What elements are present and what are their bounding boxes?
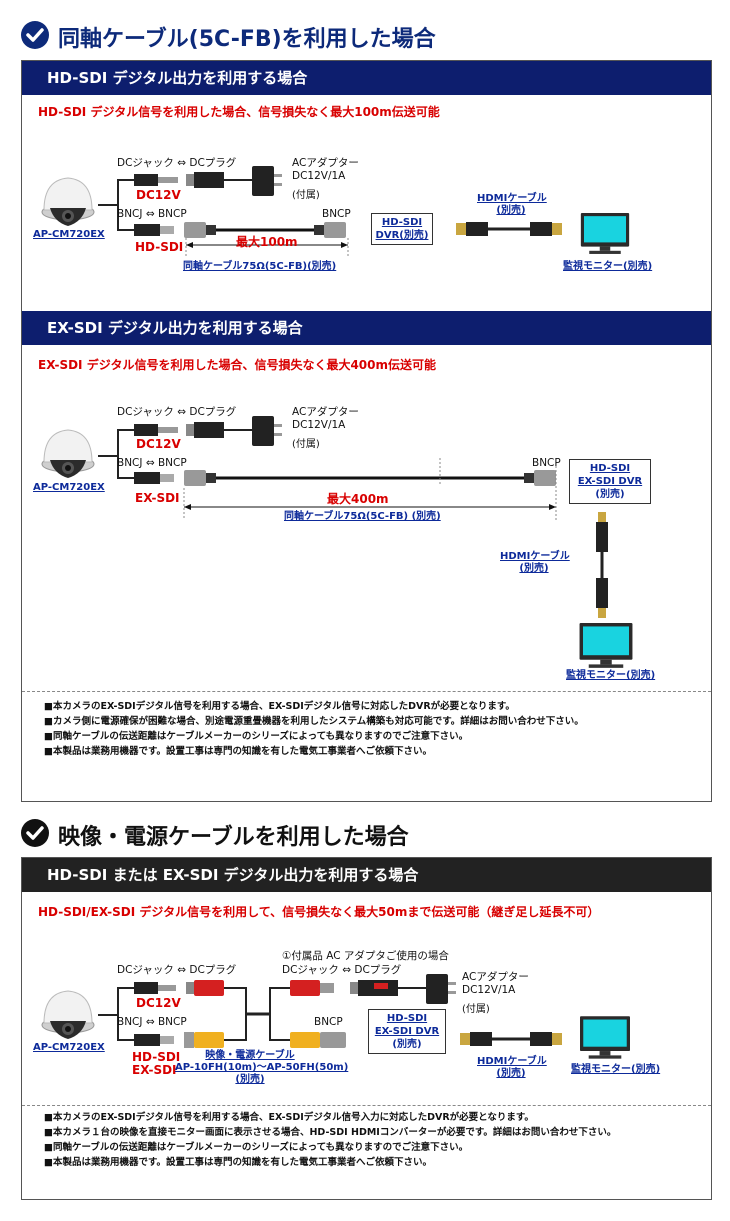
- hdmi-line2: (別売): [496, 1068, 526, 1079]
- bnc-left-label: BNCJ ⇔ BNCP: [117, 1016, 187, 1028]
- dvr-box: HD-SDI EX-SDI DVR (別売): [368, 1009, 446, 1054]
- ac-spec-label: DC12V/1A: [292, 170, 346, 182]
- hdsdi-label: HD-SDI: [135, 240, 184, 254]
- ac-spec-label: DC12V/1A: [462, 984, 516, 996]
- ac-included-label: (付属): [462, 1004, 490, 1015]
- ac-included-label: (付属): [292, 190, 320, 201]
- exsdi-headline: EX-SDI デジタル信号を利用した場合、信号損失なく最大400m伝送可能: [38, 358, 437, 372]
- dvr-line2: EX-SDI DVR: [577, 476, 643, 487]
- ac-included-label: (付属): [292, 439, 320, 450]
- cable-models: AP-10FH(10m)～AP-50FH(50m): [175, 1062, 349, 1073]
- cable-title: 映像・電源ケーブル: [205, 1050, 295, 1061]
- monitor-label: 監視モニター(別売): [566, 670, 656, 681]
- hdmi-line1: HDMIケーブル: [500, 551, 570, 562]
- exsdi-bar: EX-SDI デジタル出力を利用する場合: [22, 311, 711, 345]
- dvr-line1: HD-SDI: [589, 463, 631, 474]
- note-item: ■本カメラのEX-SDIデジタル信号を利用する場合、EX-SDIデジタル信号入力…: [44, 1112, 534, 1123]
- section-title-coax: 同軸ケーブル(5C-FB)を利用した場合: [58, 27, 436, 52]
- dc-jack-label: DCジャック ⇔ DCプラグ: [117, 157, 237, 169]
- video-power-headline: HD-SDI/EX-SDI デジタル信号を利用して、信号損失なく最大50mまで伝…: [38, 905, 600, 919]
- coax-cable-label: 同軸ケーブル75Ω(5C-FB) (別売): [284, 511, 441, 522]
- monitor-label: 監視モニター(別売): [571, 1064, 661, 1075]
- dc-jack-label: DCジャック ⇔ DCプラグ: [117, 964, 237, 976]
- hdmi-cable-label: HDMIケーブル (別売): [500, 551, 570, 575]
- sdi-label-ex: EX-SDI: [132, 1063, 177, 1077]
- note-item: ■本製品は業務用機器です。設置工事は専門の知識を有した電気工事業者へご依頼下さい…: [44, 1157, 433, 1168]
- dvr-line1: HD-SDI: [386, 1013, 428, 1024]
- dvr-line2: EX-SDI DVR: [374, 1026, 440, 1037]
- note-item: ■同軸ケーブルの伝送距離はケーブルメーカーのシリーズによっても異なりますのでご注…: [44, 1142, 469, 1153]
- note-item: ■カメラ側に電源確保が困難な場合、別途電源重畳機器を利用したシステム構築も対応可…: [44, 716, 584, 727]
- cable-sale: (別売): [235, 1074, 265, 1085]
- exsdi-label: EX-SDI: [135, 491, 180, 505]
- accessory-note: ①付属品 AC アダプタご使用の場合: [282, 950, 449, 962]
- monitor-label: 監視モニター(別売): [563, 261, 653, 272]
- notes-divider: [22, 691, 711, 692]
- coax-cable-label: 同軸ケーブル75Ω(5C-FB)(別売): [183, 261, 337, 272]
- ac-adapter-label: ACアダプター: [292, 157, 359, 169]
- camera-model: AP-CM720EX: [33, 229, 105, 240]
- dvr-line3: (別売): [392, 1039, 422, 1050]
- dvr-line1: HD-SDI: [381, 217, 423, 228]
- sdi-label-hd: HD-SDI: [132, 1050, 181, 1064]
- hdsdi-headline: HD-SDI デジタル信号を利用した場合、信号損失なく最大100m伝送可能: [38, 105, 440, 119]
- note-item: ■本カメラのEX-SDIデジタル信号を利用する場合、EX-SDIデジタル信号に対…: [44, 701, 515, 712]
- section-title-video-power: 映像・電源ケーブルを利用した場合: [58, 825, 409, 850]
- exsdi-dvr-box: HD-SDI EX-SDI DVR (別売): [569, 459, 651, 504]
- hdmi-line2: (別売): [496, 205, 526, 216]
- bnc-right-label: BNCP: [322, 208, 351, 220]
- monitor-icon: [580, 1016, 630, 1059]
- note-item: ■同軸ケーブルの伝送距離はケーブルメーカーのシリーズによっても異なりますのでご注…: [44, 731, 469, 742]
- camera-model: AP-CM720EX: [33, 482, 105, 493]
- hdmi-cable-label: HDMIケーブル (別売): [477, 193, 547, 217]
- hdmi-line1: HDMIケーブル: [477, 1056, 547, 1067]
- hdsdi-wiring: [98, 166, 562, 258]
- hdsdi-bar: HD-SDI デジタル出力を利用する場合: [22, 61, 711, 95]
- hdmi-line2: (別売): [519, 563, 549, 574]
- ac-spec-label: DC12V/1A: [292, 419, 346, 431]
- dc-jack-label-2: DCジャック ⇔ DCプラグ: [282, 964, 402, 976]
- bnc-right-label: BNCP: [314, 1016, 343, 1028]
- dvr-line2: DVR(別売): [375, 230, 429, 241]
- hdmi-cable-label: HDMIケーブル (別売): [477, 1056, 547, 1080]
- coax-notes: ■本カメラのEX-SDIデジタル信号を利用する場合、EX-SDIデジタル信号に対…: [44, 699, 584, 759]
- note-item: ■本カメラ１台の映像を直接モニター画面に表示させる場合、HD-SDI HDMIコ…: [44, 1127, 617, 1138]
- dc12v-label: DC12V: [136, 996, 181, 1010]
- dc12v-label: DC12V: [136, 437, 181, 451]
- video-power-notes: ■本カメラのEX-SDIデジタル信号を利用する場合、EX-SDIデジタル信号入力…: [44, 1110, 616, 1170]
- distance-label: 最大400m: [327, 492, 389, 506]
- bnc-left-label: BNCJ ⇔ BNCP: [117, 457, 187, 469]
- bnc-right-label: BNCP: [532, 457, 561, 469]
- video-power-cable-label: 映像・電源ケーブル AP-10FH(10m)～AP-50FH(50m) (別売): [175, 1050, 349, 1086]
- hd-ex-sdi-bar: HD-SDI または EX-SDI デジタル出力を利用する場合: [22, 858, 711, 892]
- ac-adapter-label: ACアダプター: [462, 971, 529, 983]
- dc12v-label: DC12V: [136, 188, 181, 202]
- bnc-left-label: BNCJ ⇔ BNCP: [117, 208, 187, 220]
- dvr-line3: (別売): [595, 489, 625, 500]
- check-badge-icon: [21, 819, 49, 847]
- hdsdi-dvr-box: HD-SDI DVR(別売): [371, 213, 433, 245]
- camera-model: AP-CM720EX: [33, 1042, 105, 1053]
- hdmi-line1: HDMIケーブル: [477, 193, 547, 204]
- note-item: ■本製品は業務用機器です。設置工事は専門の知識を有した電気工事業者へご依頼下さい…: [44, 746, 433, 757]
- dc-jack-label: DCジャック ⇔ DCプラグ: [117, 406, 237, 418]
- exsdi-wiring: [98, 416, 608, 618]
- distance-label: 最大100m: [236, 235, 298, 249]
- notes-divider: [22, 1105, 711, 1106]
- check-badge-icon: [21, 21, 49, 49]
- ac-adapter-label: ACアダプター: [292, 406, 359, 418]
